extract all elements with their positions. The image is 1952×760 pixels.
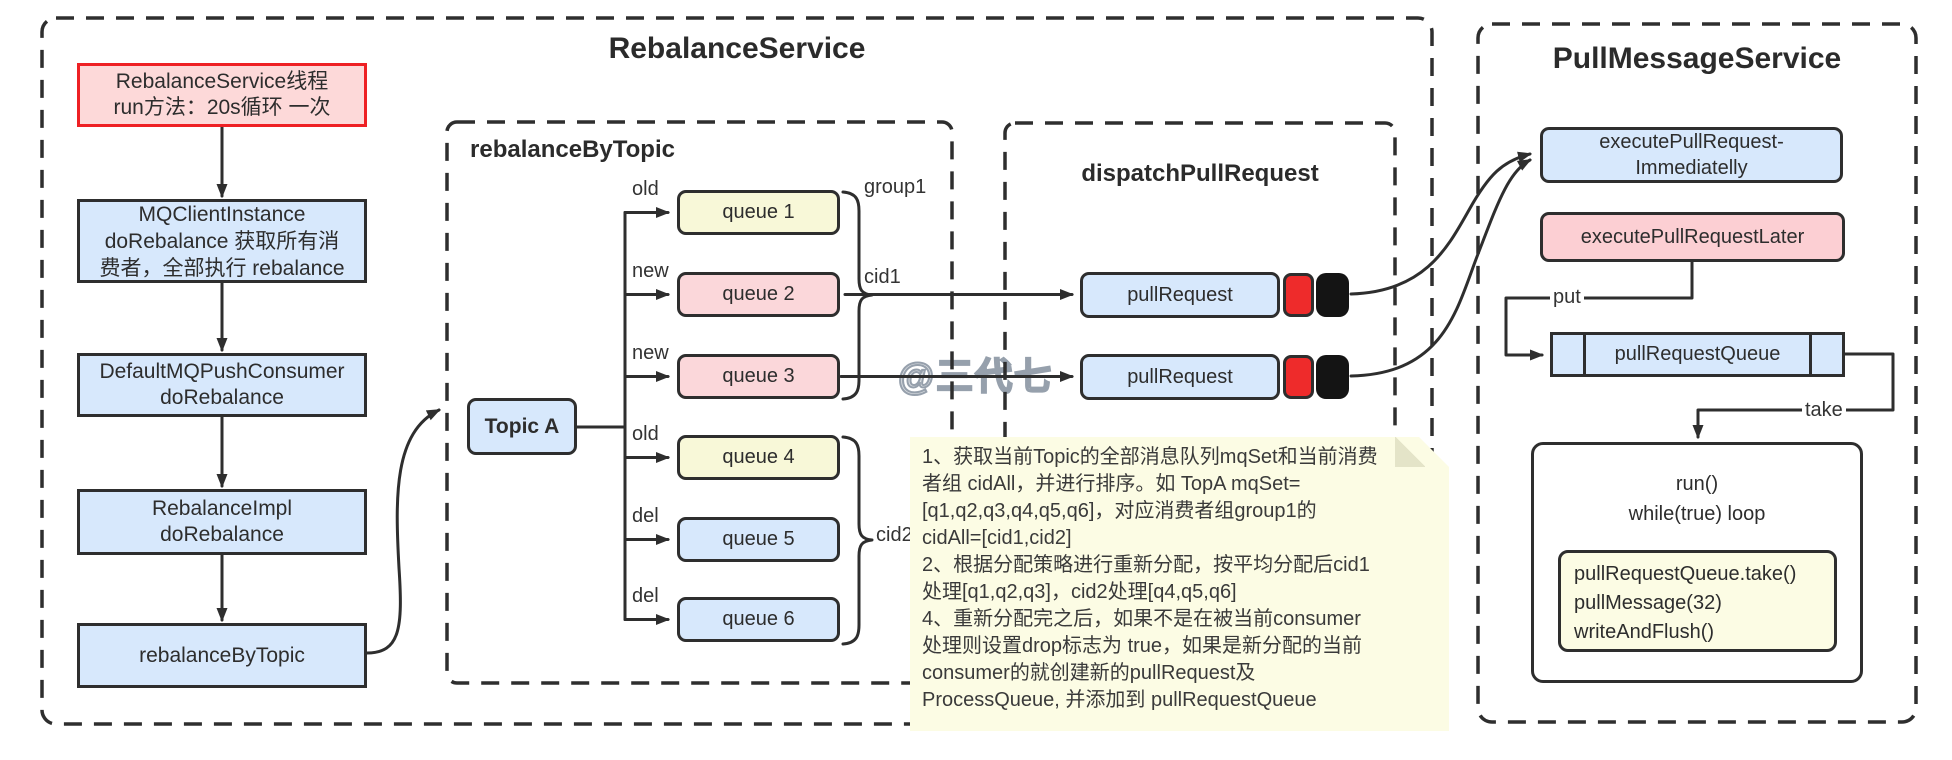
pull-request-2: pullRequest (1080, 354, 1280, 400)
put-take-lines (1504, 260, 1895, 439)
group-braces (841, 190, 874, 646)
pull-message-service-title: PullMessageService (1552, 42, 1842, 75)
queue2-tag: new (632, 260, 669, 282)
queue1-tag: old (632, 178, 659, 200)
execute-pull-request-later-box: executePullRequestLater (1540, 212, 1845, 262)
pull-request-1: pullRequest (1080, 272, 1280, 318)
queue3-tag: new (632, 342, 669, 364)
defaultmqpushconsumer-box: DefaultMQPushConsumer doRebalance (77, 353, 367, 417)
pull-request-1-red-marker (1283, 273, 1314, 317)
rebalance-by-topic-title: rebalanceByTopic (470, 136, 675, 163)
queue-3: queue 3 (677, 354, 840, 399)
run-loop-title: run() while(true) loop (1628, 473, 1766, 525)
queue-6: queue 6 (677, 597, 840, 642)
mqclientinstance-box: MQClientInstance doRebalance 获取所有消 费者，全部… (77, 199, 367, 283)
rebalancebytopic-box: rebalanceByTopic (77, 623, 367, 688)
queue-2: queue 2 (677, 272, 840, 317)
take-label: take (1802, 399, 1846, 422)
run-loop-code: pullRequestQueue.take() pullMessage(32) … (1558, 550, 1837, 652)
note-fold-corner (1395, 437, 1425, 467)
rebalanceimpl-box: RebalanceImpl doRebalance (77, 489, 367, 555)
flow-arrows (216, 125, 441, 655)
queue6-tag: del (632, 585, 659, 607)
pull-request-queue-label: pullRequestQueue (1614, 343, 1781, 365)
pull-request-2-red-marker (1283, 355, 1314, 399)
queue-cell-divider-right (1809, 332, 1812, 377)
topic-a-box: Topic A (467, 398, 577, 455)
execute-pull-request-immediately-box: executePullRequest- Immediatelly (1540, 127, 1843, 183)
pull-request-2-black-marker (1316, 355, 1349, 399)
pull-request-queue-box: pullRequestQueue (1550, 332, 1845, 377)
rebalance-thread-box: RebalanceService线程 run方法：20s循环 一次 (77, 63, 367, 127)
allocation-note: 1、获取当前Topic的全部消息队列mqSet和当前消费 者组 cidAll，并… (910, 437, 1449, 731)
queue-5: queue 5 (677, 517, 840, 562)
queue-4: queue 4 (677, 435, 840, 480)
queue5-tag: del (632, 505, 659, 527)
pull-request-1-black-marker (1316, 273, 1349, 317)
queue-1: queue 1 (677, 190, 840, 235)
cid2-label: cid2 (876, 524, 913, 546)
dispatch-pull-request-title: dispatchPullRequest (1081, 160, 1319, 187)
dispatch-arrows (839, 151, 1532, 382)
group1-label: group1 (864, 176, 927, 198)
put-label: put (1550, 286, 1584, 309)
queue4-tag: old (632, 423, 659, 445)
rebalance-service-title: RebalanceService (608, 32, 866, 65)
topic-tree (575, 207, 670, 625)
queue-cell-divider-left (1583, 332, 1586, 377)
cid1-label: cid1 (864, 266, 901, 288)
